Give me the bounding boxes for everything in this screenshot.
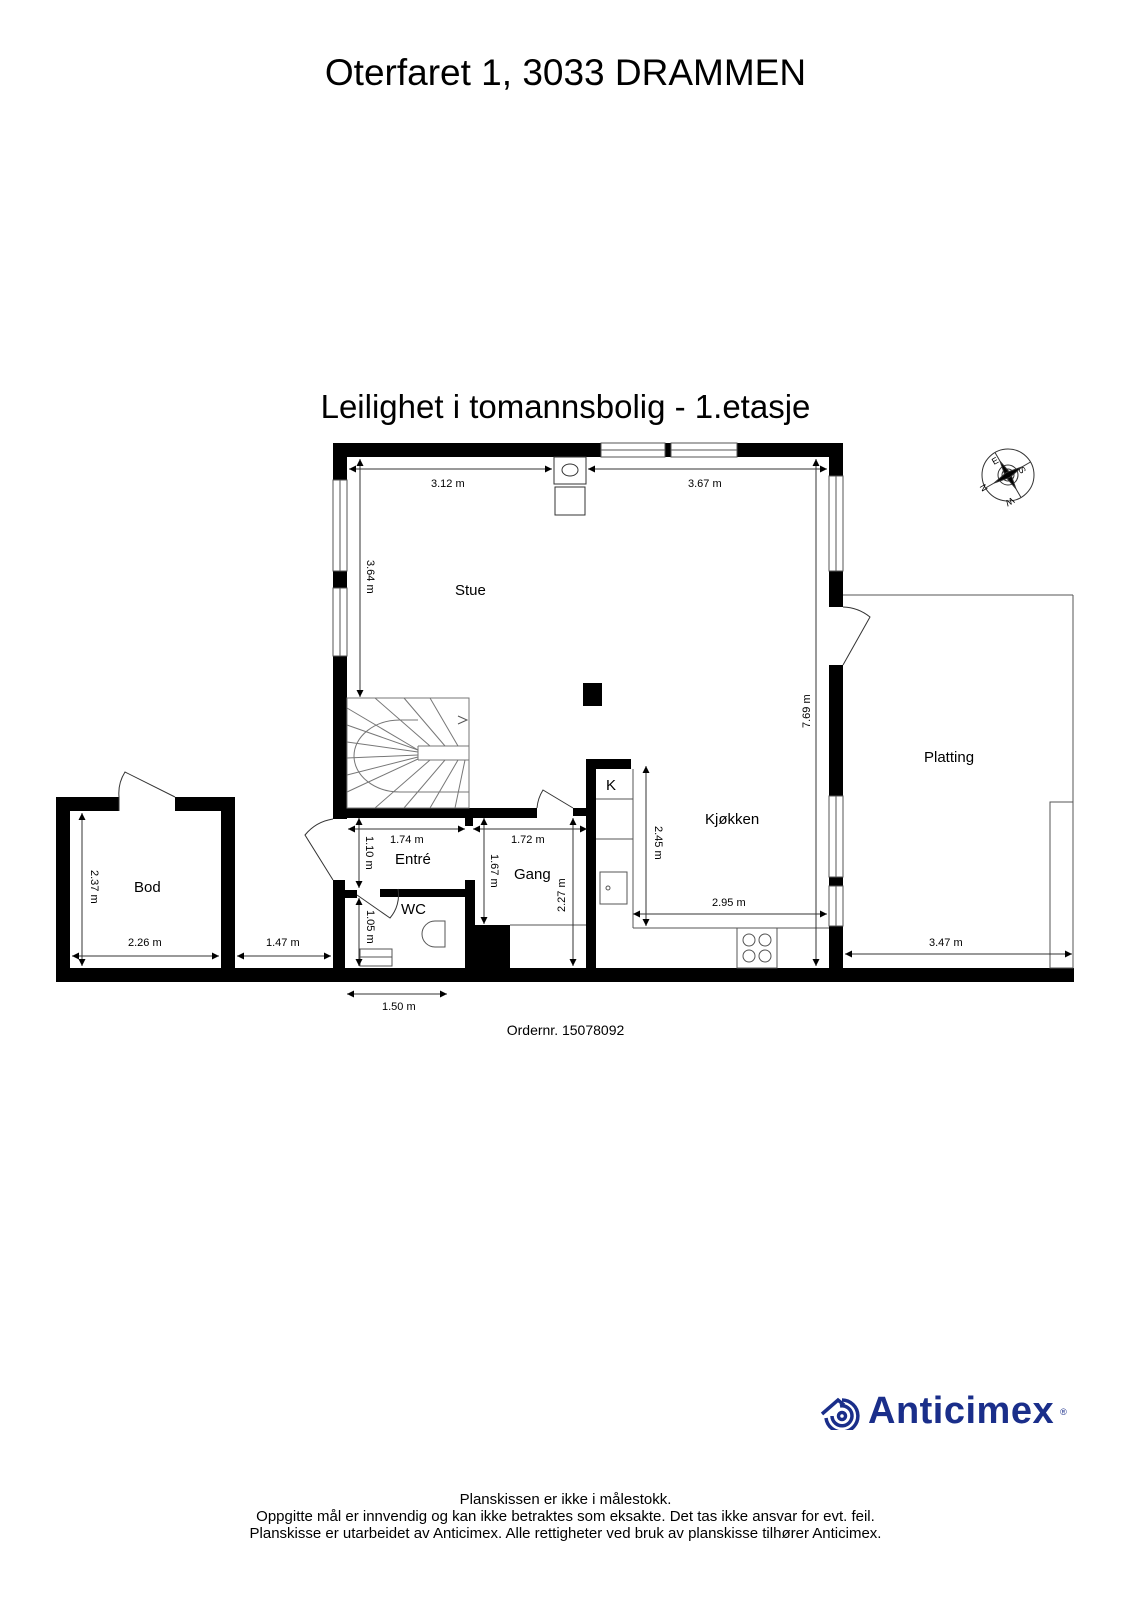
compass-e: E (990, 455, 1000, 467)
platting-outline (843, 594, 1074, 969)
dim-outdoor-gap: 1.47 m (266, 937, 300, 949)
room-label-platting: Platting (924, 749, 974, 766)
compass-s: S (1016, 465, 1028, 475)
dim-entre-width: 1.74 m (390, 834, 424, 846)
dim-kjokken-depth: 2.45 m (652, 826, 664, 860)
dim-gang-width: 1.72 m (511, 834, 545, 846)
disclaimer-line: Oppgitte mål er innvendig og kan ikke be… (256, 1508, 875, 1525)
compass-n: N (978, 482, 990, 493)
dim-gang-depth: 1.67 m (488, 854, 500, 888)
dim-entre-depth: 1.10 m (363, 836, 375, 870)
room-label-kjokken: Kjøkken (705, 811, 759, 828)
floor-subtitle: Leilighet i tomannsbolig - 1.etasje (320, 388, 811, 425)
dim-gang-total-depth: 2.27 m (556, 878, 568, 912)
staircase (346, 697, 470, 809)
anticimex-emblem-icon (820, 1397, 860, 1430)
dim-bod-width: 2.26 m (128, 937, 162, 949)
order-number: Ordernr. 15078092 (506, 1022, 625, 1038)
compass-icon: E S N W (978, 448, 1035, 508)
dim-bod-depth: 2.37 m (88, 870, 100, 904)
room-label-bod: Bod (134, 879, 161, 896)
disclaimer-line: Planskissen er ikke i målestokk. (459, 1491, 672, 1508)
dim-platting-width: 3.47 m (929, 937, 963, 949)
dimension-lines (72, 459, 1072, 998)
page-title: Oterfaret 1, 3033 DRAMMEN (324, 52, 807, 93)
doors (118, 606, 871, 919)
disclaimer-line: Planskisse er utarbeidet av Anticimex. A… (249, 1525, 882, 1542)
dim-stue-width-left: 3.12 m (431, 478, 465, 490)
compass-w: W (1003, 495, 1016, 508)
disclaimer: Planskissen er ikke i målestokk. Oppgitt… (0, 1491, 1131, 1542)
dim-wc-depth: 1.05 m (364, 910, 376, 944)
room-label-k: K (606, 777, 616, 794)
room-label-gang: Gang (514, 866, 551, 883)
dim-kjokken-width: 2.95 m (712, 897, 746, 909)
windows (332, 442, 844, 927)
registered-mark: ® (1060, 1406, 1067, 1417)
stove (553, 456, 587, 516)
anticimex-logo: Anticimex ® (818, 1390, 1067, 1433)
dim-stue-width-right: 3.67 m (688, 478, 722, 490)
kitchen-counter (596, 769, 829, 969)
dim-wc-width: 1.50 m (382, 1001, 416, 1013)
pillar (583, 683, 602, 706)
room-label-stue: Stue (455, 582, 486, 599)
brand-name: Anticimex (868, 1390, 1055, 1432)
room-label-entre: Entré (395, 851, 431, 868)
room-label-wc: WC (401, 901, 426, 918)
dim-total-depth: 7.69 m (801, 694, 813, 728)
dim-stue-depth: 3.64 m (364, 560, 376, 594)
walls (56, 443, 1074, 982)
